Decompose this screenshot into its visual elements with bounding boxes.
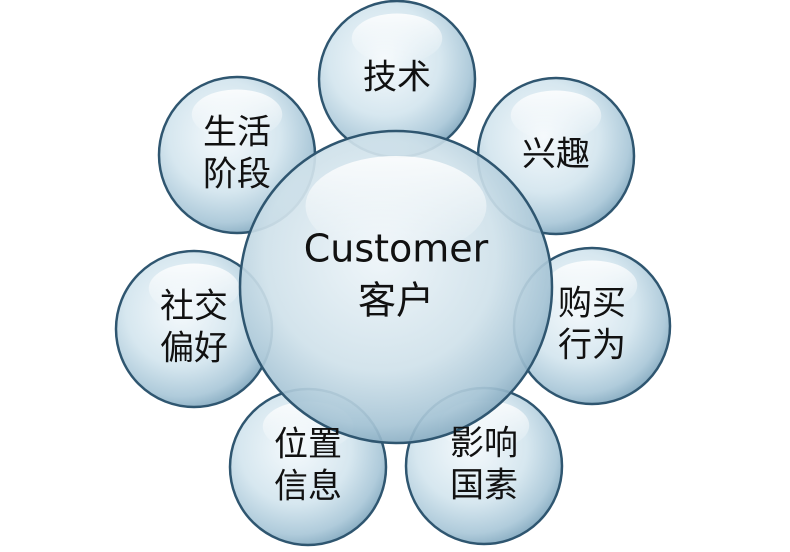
bubble-label-influence: 国素 [450, 466, 518, 506]
bubble-purchase-highlight [546, 260, 638, 311]
bubble-label-purchase: 购买 [558, 284, 626, 324]
center-bubble-highlight [305, 155, 487, 256]
bubble-interest-highlight [510, 90, 602, 141]
bubble-label-interest: 兴趣 [522, 135, 590, 175]
bubble-label-social: 社交 [160, 287, 228, 327]
bubble-tech-highlight [351, 13, 443, 64]
bubble-life-highlight [191, 89, 283, 140]
center-label: Customer [304, 227, 489, 271]
bubble-label-influence: 影响 [450, 424, 518, 464]
bubble-label-tech: 技术 [363, 58, 431, 98]
bubble-label-social: 偏好 [160, 329, 228, 369]
center-label: 客户 [358, 279, 434, 323]
bubble-label-location: 位置 [274, 425, 342, 465]
bubble-label-purchase: 行为 [558, 326, 626, 366]
bubble-label-location: 信息 [274, 467, 342, 507]
bubble-label-life: 阶段 [203, 155, 271, 195]
bubble-label-life: 生活 [203, 113, 271, 153]
bubble-social-highlight [148, 263, 240, 314]
